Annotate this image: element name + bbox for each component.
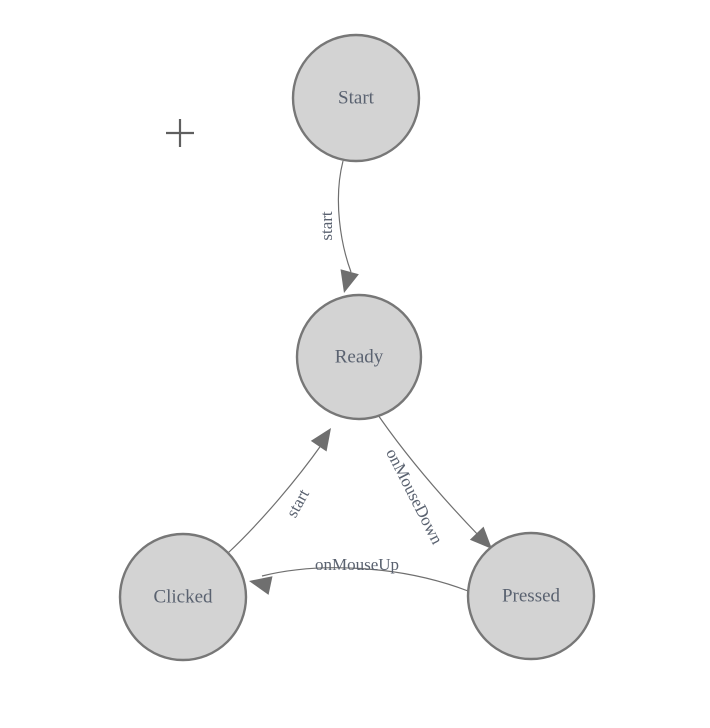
arrowhead-icon (310, 428, 331, 452)
state-node-clicked[interactable]: Clicked (118, 532, 248, 662)
node-circle[interactable] (466, 531, 596, 661)
edge-label-start-to-ready: start (317, 211, 336, 241)
edge-ready-to-pressed[interactable] (377, 414, 499, 556)
plus-marker-icon (166, 119, 194, 147)
node-circle[interactable] (291, 33, 421, 163)
node-circle[interactable] (118, 532, 248, 662)
edge-line (377, 414, 482, 539)
arrowhead-icon (249, 576, 273, 595)
edge-layer (227, 160, 499, 595)
edge-line (227, 443, 323, 554)
edge-start-to-ready[interactable] (335, 160, 359, 295)
state-node-ready[interactable]: Ready (295, 293, 423, 421)
node-circle[interactable] (295, 293, 423, 421)
state-node-start[interactable]: Start (291, 33, 421, 163)
edge-clicked-to-ready[interactable] (227, 423, 339, 554)
edge-label-clicked-to-ready: start (282, 486, 313, 521)
arrowhead-icon (340, 269, 359, 293)
edge-pressed-to-clicked[interactable] (247, 567, 469, 595)
edge-line (261, 567, 469, 592)
edge-label-ready-to-pressed: onMouseDown (382, 445, 447, 547)
arrowhead-icon (469, 526, 492, 549)
plus-marker-icon (166, 119, 194, 147)
edge-line (337, 160, 352, 273)
state-node-pressed[interactable]: Pressed (466, 531, 596, 661)
